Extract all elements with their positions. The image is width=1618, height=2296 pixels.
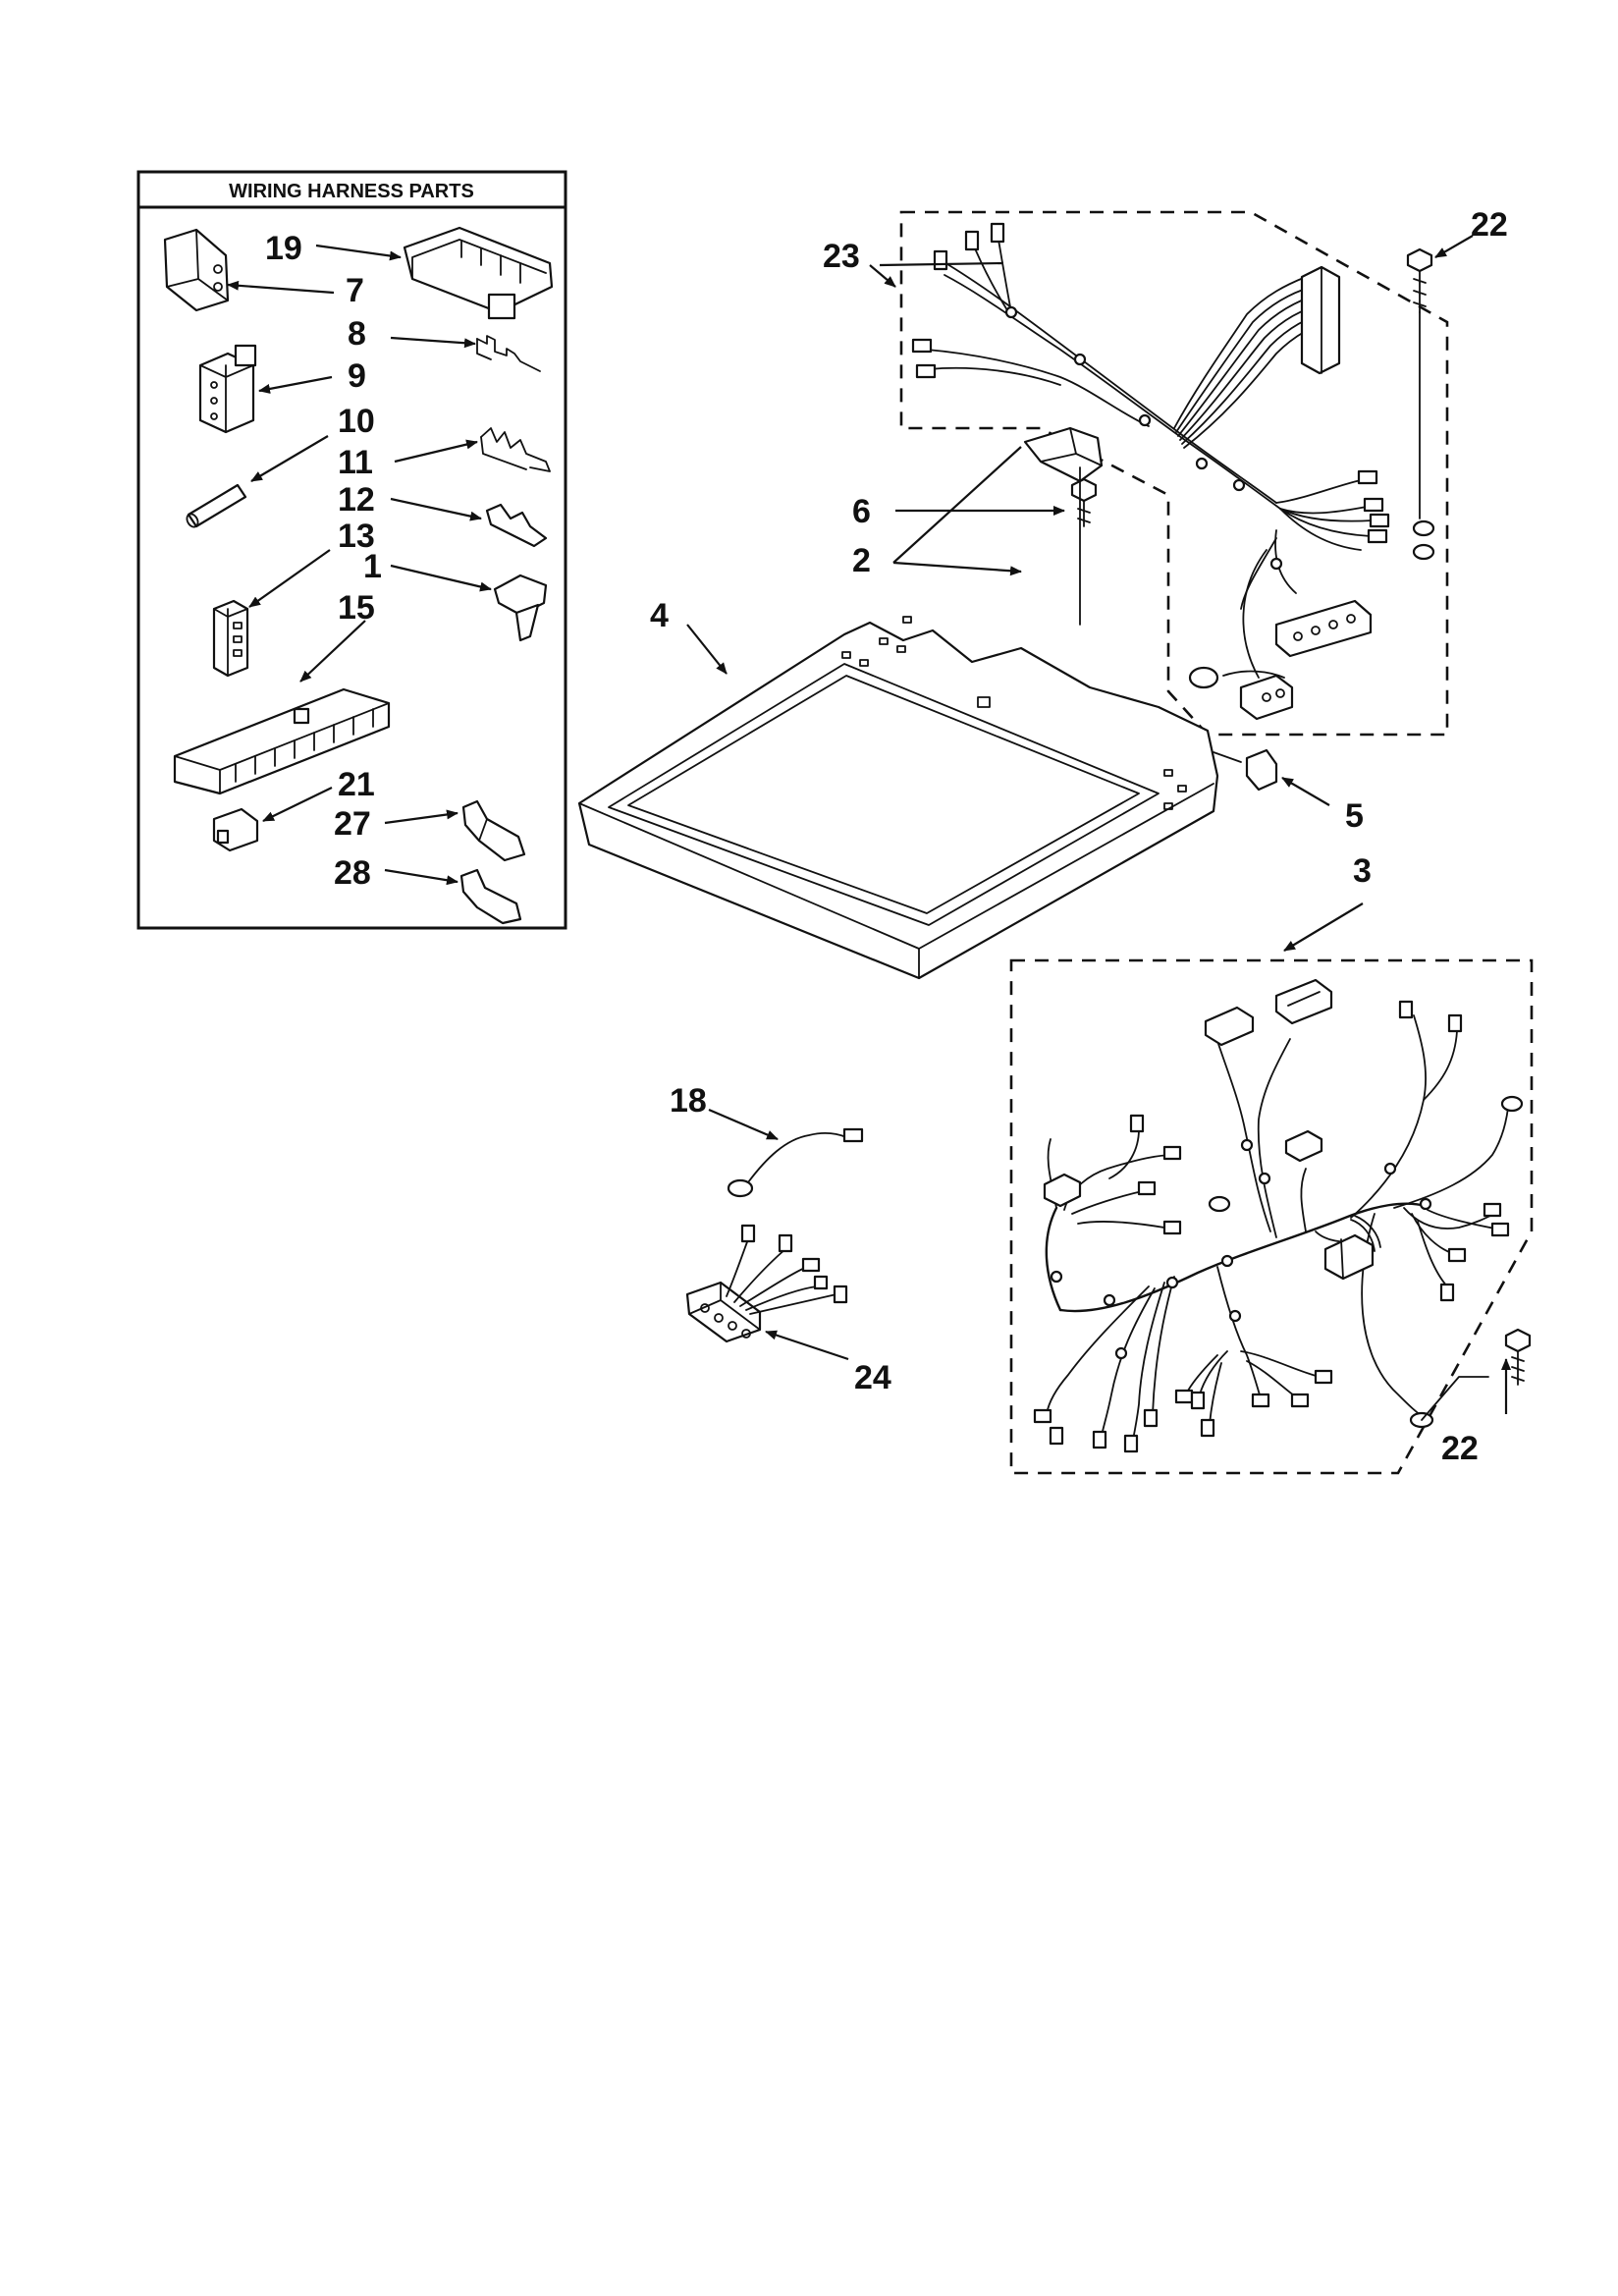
part-1-clip — [493, 574, 548, 642]
part-4-top-panel — [577, 616, 1219, 980]
callout-15: 15 — [338, 589, 375, 627]
wiring-harness-parts-inset: WIRING HARNESS PARTS — [136, 170, 567, 930]
callout-10: 10 — [338, 403, 375, 440]
inset-title: WIRING HARNESS PARTS — [229, 181, 474, 202]
harness-23-outline — [899, 210, 1449, 737]
callout-3: 3 — [1353, 852, 1372, 890]
callout-22-bottom: 22 — [1441, 1430, 1479, 1467]
callout-12: 12 — [338, 481, 375, 519]
part-28-terminal — [459, 868, 522, 925]
callout-13: 13 — [338, 518, 375, 555]
harness-3-connector-a — [1204, 1006, 1255, 1047]
screw-22-top — [1406, 247, 1433, 313]
callout-22-top: 22 — [1471, 206, 1508, 244]
part-8-terminal — [476, 335, 541, 372]
part-5-clip — [1213, 748, 1278, 792]
harness-23-group: 23 22 — [823, 206, 1508, 737]
callout-4: 4 — [650, 597, 669, 634]
harness-3-connector-b — [1274, 978, 1333, 1025]
part-7-housing — [163, 228, 230, 312]
harness-3-connector-c — [1284, 1129, 1323, 1163]
harness-3-connector-d — [1043, 1173, 1082, 1208]
part-11-terminal — [480, 427, 551, 472]
part-6-screw — [1070, 477, 1098, 527]
harness-3-outline — [1009, 958, 1534, 1475]
harness-3-group — [1009, 958, 1534, 1475]
callout-7: 7 — [346, 272, 364, 309]
callout-1: 1 — [363, 548, 382, 585]
callout-2: 2 — [852, 542, 871, 579]
part-9-connector — [198, 344, 257, 434]
inset-callout-arrows — [227, 244, 492, 886]
part-18-ground-wire — [727, 1127, 864, 1198]
part-24-terminal-block — [685, 1224, 848, 1343]
callout-19: 19 — [265, 230, 302, 267]
harness-3-terminals — [1033, 1000, 1524, 1453]
part-19-connector-block — [403, 226, 554, 320]
callout-6: 6 — [852, 493, 871, 530]
callout-24: 24 — [854, 1359, 891, 1396]
callout-5: 5 — [1345, 797, 1364, 835]
part-27-terminal — [461, 799, 526, 862]
part-13-connector — [212, 599, 249, 678]
screw-22-bottom — [1504, 1328, 1532, 1386]
callout-18: 18 — [670, 1082, 707, 1120]
part-15-header — [173, 687, 391, 795]
callout-9: 9 — [348, 357, 366, 395]
callout-8: 8 — [348, 315, 366, 353]
harness-23-terminal-block — [1274, 599, 1373, 658]
callout-23: 23 — [823, 238, 860, 275]
part-2-bracket — [1023, 426, 1104, 626]
callout-28: 28 — [334, 854, 371, 892]
callout-11: 11 — [338, 444, 373, 481]
part-21-plug — [212, 807, 259, 852]
part-12-terminal — [485, 503, 548, 548]
harness-3-ribbon-connector — [1323, 1215, 1381, 1281]
callout-27: 27 — [334, 805, 371, 843]
callout-21: 21 — [338, 766, 375, 803]
part-10-splice-tube — [186, 483, 247, 528]
